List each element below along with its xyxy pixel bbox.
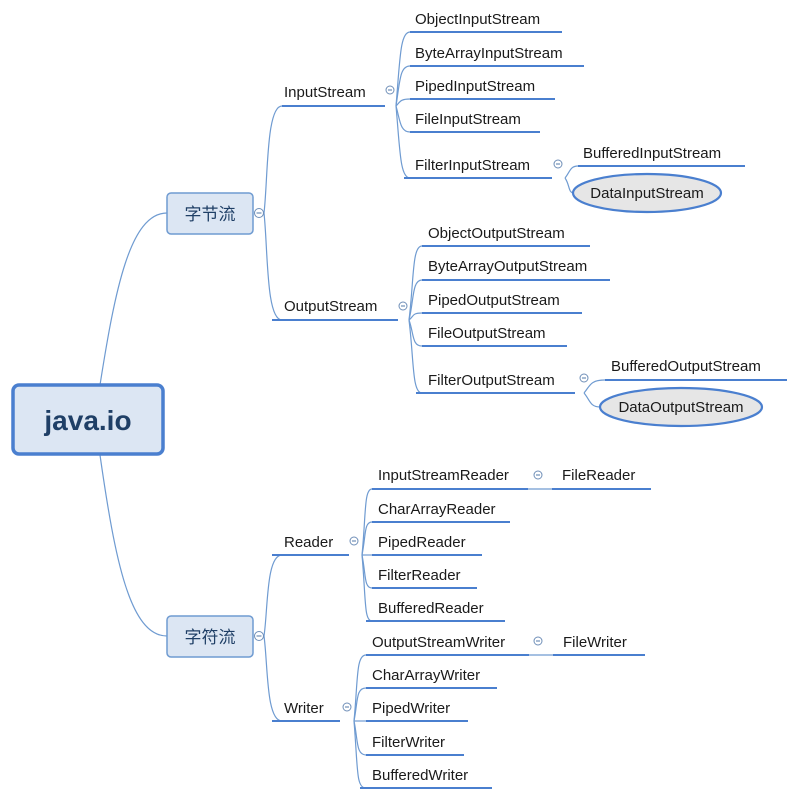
connector-charstream-writer (263, 635, 283, 722)
subtopic-byte-stream-label: 字节流 (185, 205, 236, 225)
reader-branch-connectors (361, 488, 373, 622)
topic-writer[interactable]: Writer (272, 700, 340, 722)
topic-pipedreader[interactable]: PipedReader (372, 534, 482, 556)
root-node[interactable]: java.io (11, 383, 165, 456)
topic-filewriter[interactable]: FileWriter (553, 634, 645, 656)
topic-filereader[interactable]: FileReader (552, 467, 651, 490)
svg-text:BufferedOutputStream: BufferedOutputStream (611, 358, 761, 375)
svg-text:ByteArrayInputStream: ByteArrayInputStream (415, 45, 563, 62)
topic-dataoutputstream-highlight[interactable]: DataOutputStream (598, 386, 764, 428)
subtopic-byte-stream[interactable]: 字节流 (166, 192, 254, 235)
collapse-toggle-icon[interactable] (349, 536, 359, 546)
topic-bufferedinputstream[interactable]: BufferedInputStream (578, 145, 745, 167)
topic-objectinputstream[interactable]: ObjectInputStream (410, 11, 562, 33)
svg-text:BufferedReader: BufferedReader (378, 600, 484, 617)
connector-root-charstream (99, 454, 168, 637)
svg-text:InputStream: InputStream (284, 84, 366, 101)
collapse-toggle-icon[interactable] (342, 702, 352, 712)
topic-pipedinputstream[interactable]: PipedInputStream (410, 78, 555, 100)
topic-bufferedreader[interactable]: BufferedReader (366, 600, 505, 622)
topic-bufferedoutputstream[interactable]: BufferedOutputStream (605, 358, 787, 381)
svg-text:BufferedInputStream: BufferedInputStream (583, 145, 721, 162)
subtopic-char-stream-label: 字符流 (185, 628, 236, 648)
collapse-toggle-icon[interactable] (533, 636, 543, 646)
collapse-toggle-icon[interactable] (579, 373, 589, 383)
svg-text:FileInputStream: FileInputStream (415, 111, 521, 128)
topic-filterinputstream[interactable]: FilterInputStream (404, 157, 552, 179)
svg-text:Reader: Reader (284, 534, 333, 551)
svg-text:OutputStreamWriter: OutputStreamWriter (372, 634, 505, 651)
collapse-toggle-icon[interactable] (398, 301, 408, 311)
svg-text:OutputStream: OutputStream (284, 298, 377, 315)
svg-text:PipedWriter: PipedWriter (372, 700, 450, 717)
svg-text:InputStreamReader: InputStreamReader (378, 467, 509, 484)
topic-chararrayreader[interactable]: CharArrayReader (372, 501, 510, 523)
inputstream-branch-connectors (395, 31, 579, 194)
topic-pipedwriter[interactable]: PipedWriter (366, 700, 468, 722)
topic-bytearrayoutputstream[interactable]: ByteArrayOutputStream (422, 258, 610, 281)
topic-inputstreamreader[interactable]: InputStreamReader (372, 467, 528, 490)
topic-chararraywriter[interactable]: CharArrayWriter (366, 667, 497, 689)
writer-branch-connectors (353, 654, 367, 789)
subtopic-char-stream[interactable]: 字符流 (166, 615, 254, 658)
topic-filterwriter[interactable]: FilterWriter (366, 734, 464, 756)
connector-bytestream-input (263, 105, 283, 214)
collapse-toggle-icon[interactable] (533, 470, 543, 480)
svg-text:BufferedWriter: BufferedWriter (372, 767, 468, 784)
connector-charstream-reader (263, 554, 283, 637)
topic-fileinputstream[interactable]: FileInputStream (410, 111, 540, 133)
collapse-toggle-icon[interactable] (254, 208, 264, 218)
svg-text:Writer: Writer (284, 700, 324, 717)
svg-text:ObjectInputStream: ObjectInputStream (415, 11, 540, 28)
connector-bytestream-output (263, 212, 283, 321)
svg-text:CharArrayReader: CharArrayReader (378, 501, 496, 518)
svg-text:CharArrayWriter: CharArrayWriter (372, 667, 480, 684)
svg-text:PipedInputStream: PipedInputStream (415, 78, 535, 95)
topic-outputstreamwriter[interactable]: OutputStreamWriter (366, 634, 529, 656)
topic-filteroutputstream[interactable]: FilterOutputStream (416, 372, 575, 394)
svg-text:FilterReader: FilterReader (378, 567, 461, 584)
topic-bytearrayinputstream[interactable]: ByteArrayInputStream (410, 45, 584, 67)
topic-objectoutputstream[interactable]: ObjectOutputStream (422, 225, 590, 247)
connector-root-bytestream (99, 212, 168, 386)
topic-bufferedwriter[interactable]: BufferedWriter (360, 767, 492, 789)
svg-text:FilterOutputStream: FilterOutputStream (428, 372, 555, 389)
collapse-toggle-icon[interactable] (553, 159, 563, 169)
svg-text:FileOutputStream: FileOutputStream (428, 325, 546, 342)
svg-text:FilterWriter: FilterWriter (372, 734, 445, 751)
topic-fileoutputstream[interactable]: FileOutputStream (422, 325, 567, 347)
svg-text:DataOutputStream: DataOutputStream (618, 399, 743, 416)
topic-outputstream[interactable]: OutputStream (272, 298, 398, 321)
svg-text:PipedOutputStream: PipedOutputStream (428, 292, 560, 309)
svg-text:FileReader: FileReader (562, 467, 635, 484)
topic-pipedoutputstream[interactable]: PipedOutputStream (422, 292, 582, 314)
topic-filterreader[interactable]: FilterReader (372, 567, 477, 589)
topic-datainputstream-highlight[interactable]: DataInputStream (571, 172, 723, 214)
topic-inputstream[interactable]: InputStream (282, 84, 385, 107)
svg-text:FilterInputStream: FilterInputStream (415, 157, 530, 174)
svg-text:FileWriter: FileWriter (563, 634, 627, 651)
topic-reader[interactable]: Reader (272, 534, 349, 556)
collapse-toggle-icon[interactable] (385, 85, 395, 95)
root-label: java.io (43, 405, 131, 436)
svg-text:ByteArrayOutputStream: ByteArrayOutputStream (428, 258, 587, 275)
svg-text:PipedReader: PipedReader (378, 534, 466, 551)
svg-text:ObjectOutputStream: ObjectOutputStream (428, 225, 565, 242)
svg-text:DataInputStream: DataInputStream (590, 185, 703, 202)
collapse-toggle-icon[interactable] (254, 631, 264, 641)
